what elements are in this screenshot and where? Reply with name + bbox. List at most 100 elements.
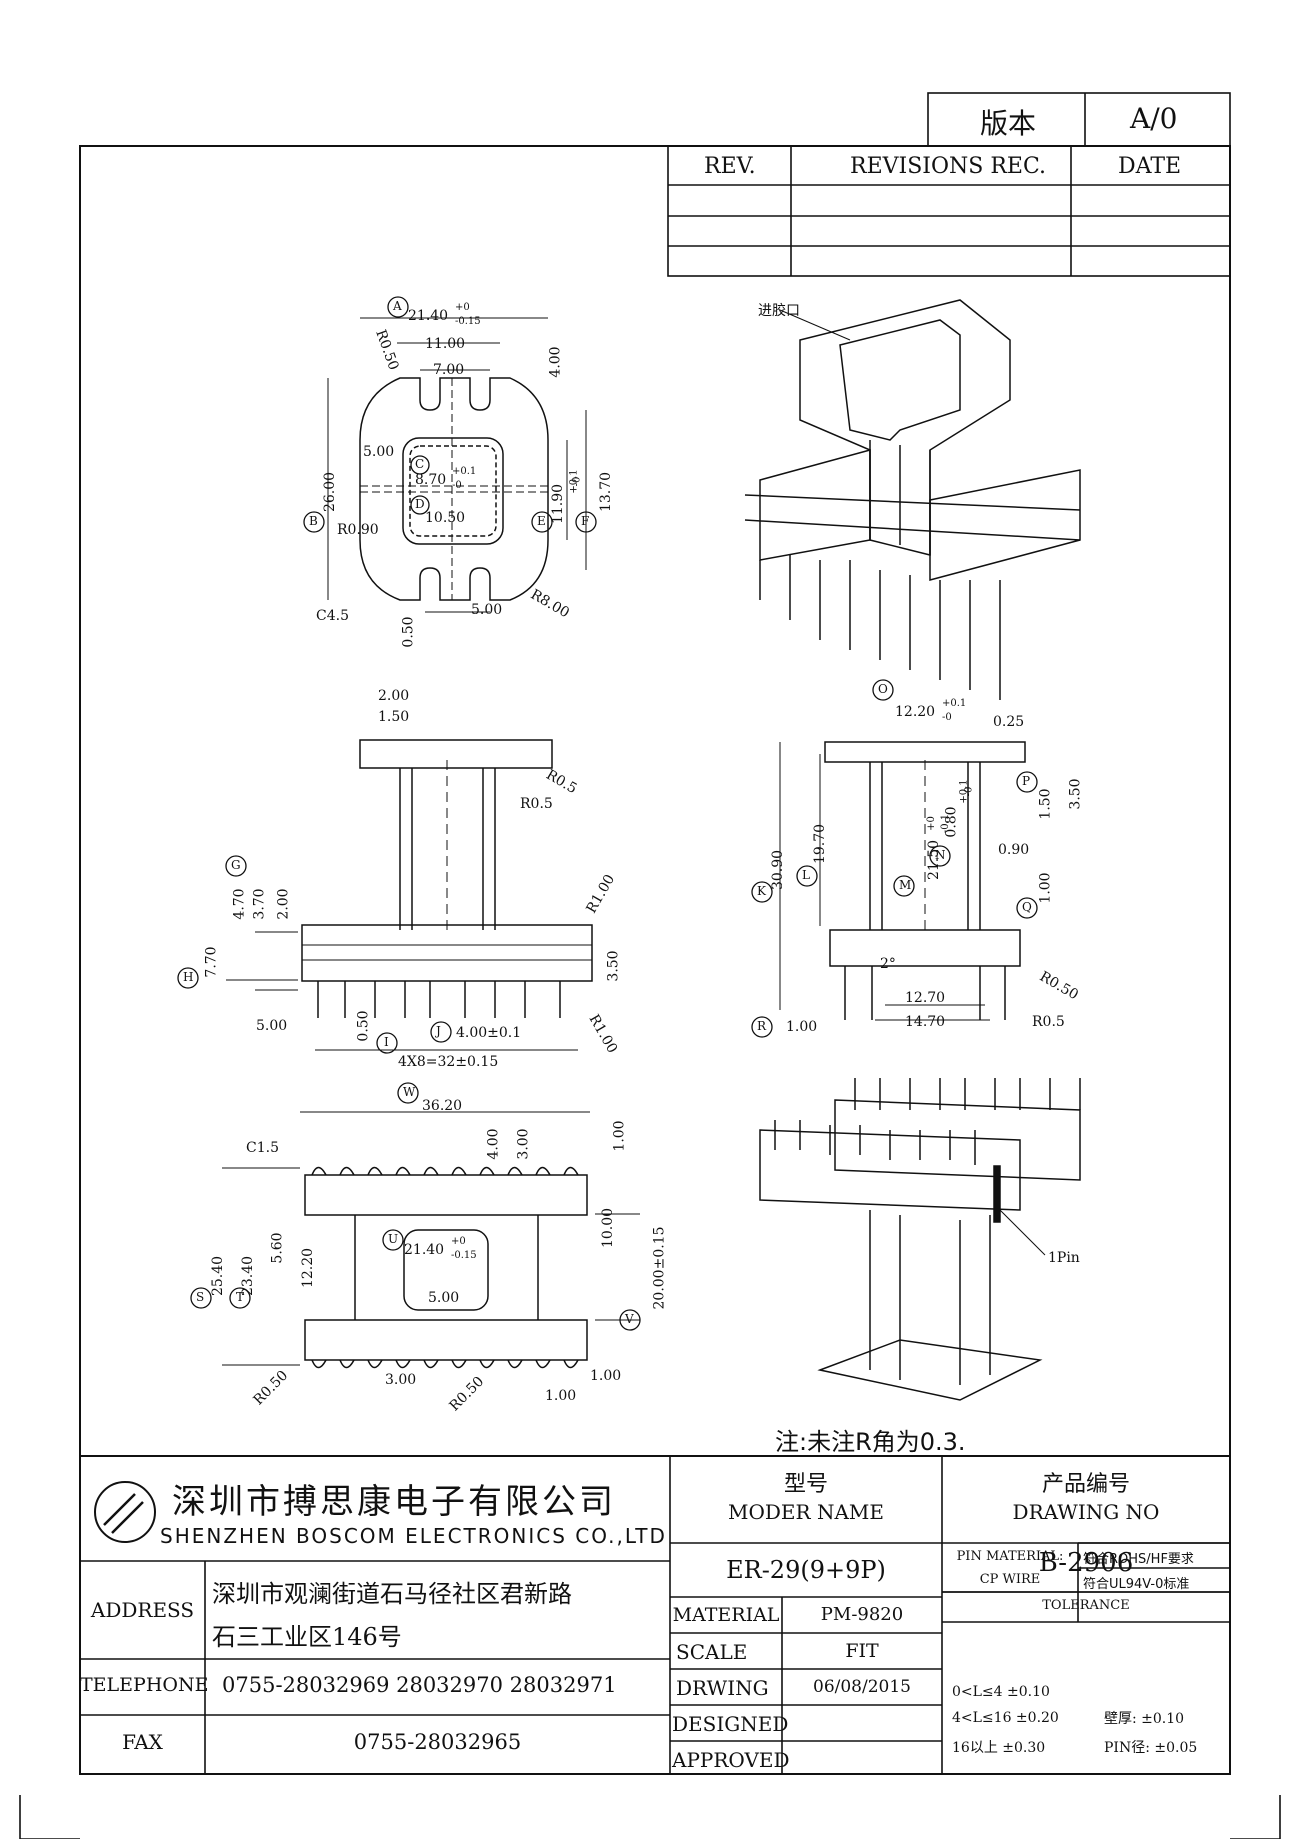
dim-label: 25.40: [210, 1255, 227, 1297]
pin-material-label: PIN MATERIAL:: [956, 1549, 1064, 1564]
marker-label: L: [802, 868, 810, 882]
dim-label: 1.00: [786, 1019, 818, 1035]
scale-label: SCALE: [676, 1640, 748, 1664]
company-name-en: SHENZHEN BOSCOM ELECTRONICS CO.,LTD: [160, 1524, 667, 1548]
tolerance-row: 0<L≤4 ±0.10: [952, 1684, 1050, 1700]
marker-label: J: [436, 1024, 441, 1038]
dim-label: 14.70: [905, 1014, 946, 1030]
dim-label: +0: [455, 302, 470, 313]
dim-label: R0.90: [337, 522, 379, 538]
marker-label: I: [384, 1035, 389, 1049]
address-line2: 石三工业区146号: [212, 1623, 402, 1651]
dim-label: R0.5: [520, 796, 553, 812]
dim-label: 4.00: [485, 1128, 502, 1160]
dim-label: 1.00: [545, 1388, 577, 1404]
drawing-label: DRWING: [676, 1676, 769, 1700]
dim-label: 1.50: [378, 709, 410, 725]
dim-label: 0.25: [993, 714, 1025, 730]
marker-label: U: [388, 1232, 399, 1246]
dim-label: 12.20: [895, 704, 936, 720]
drawing-date: 06/08/2015: [813, 1677, 911, 1697]
material-label: MATERIAL: [672, 1604, 780, 1626]
address-line1: 深圳市观澜街道石马径社区君新路: [212, 1580, 572, 1608]
dim-label: 20.00±0.15: [651, 1226, 668, 1310]
dim-label: C4.5: [316, 608, 349, 624]
marker-label: N: [935, 848, 946, 862]
dim-label: 19.70: [812, 823, 829, 865]
dim-label: 5.00: [471, 602, 503, 618]
dim-label: R0.5: [1032, 1014, 1065, 1030]
marker-label: F: [581, 514, 590, 528]
material-value: PM-9820: [820, 1604, 904, 1625]
marker-label: W: [403, 1085, 416, 1099]
dim-label: 4X8=32±0.15: [398, 1054, 499, 1070]
dim-label: 3.00: [515, 1128, 532, 1160]
company-logo: [94, 1481, 156, 1543]
version-label: 版本: [980, 107, 1037, 140]
dim-label: 1.00: [611, 1120, 628, 1152]
dim-label: 11.90: [550, 483, 567, 525]
dim-label: -0.15: [451, 1250, 477, 1261]
rev-header: REV.: [704, 154, 756, 179]
marker-label: P: [1022, 774, 1031, 788]
fax-label: FAX: [122, 1730, 163, 1754]
telephone-value: 0755-28032969 28032970 28032971: [222, 1673, 617, 1697]
marker-label: B: [309, 514, 318, 528]
model-label-cn: 型号: [783, 1472, 828, 1497]
dim-label: 2°: [880, 956, 896, 972]
dim-label: 30.90: [770, 849, 787, 891]
marker-label: E: [537, 514, 546, 528]
marker-label: O: [878, 682, 888, 696]
iso-view-1-outline: [744, 299, 1081, 700]
dim-label: 0.50: [355, 1010, 372, 1042]
tolerance-row: 4<L≤16 ±0.20: [952, 1710, 1059, 1726]
marker-label: S: [196, 1290, 205, 1304]
dim-label: 21.40: [408, 308, 449, 324]
dim-label: +0.1: [452, 466, 477, 477]
ul-requirement: 符合UL94V-0标准: [1083, 1577, 1190, 1592]
revisions-rec-header: REVISIONS REC.: [850, 154, 1046, 179]
marker-label: M: [899, 878, 912, 892]
marker-label: D: [415, 497, 425, 511]
dim-label: 11.00: [425, 336, 466, 352]
dim-label: -0: [942, 712, 952, 723]
drawing-no-label-en: DRAWING NO: [1012, 1500, 1160, 1524]
version-value: A/0: [1130, 102, 1178, 135]
revision-table-frame: [667, 145, 1231, 277]
dim-label: 26.00: [322, 471, 339, 513]
dim-label: 12.70: [905, 990, 946, 1006]
dim-label: 0.90: [998, 842, 1030, 858]
company-name-cn: 深圳市搏思康电子有限公司: [172, 1482, 616, 1522]
dim-label: 2.00: [378, 688, 410, 704]
bottom-view-outline: [222, 1111, 640, 1369]
dim-label: +0.1: [942, 698, 967, 709]
marker-label: Q: [1022, 900, 1032, 914]
dim-label: 5.00: [256, 1018, 288, 1034]
marker-label: V: [625, 1312, 634, 1326]
wall-tolerance: 壁厚: ±0.10: [1104, 1711, 1185, 1727]
marker-label: H: [183, 970, 194, 984]
dim-label: 12.20: [300, 1247, 317, 1289]
dim-label: 1.00: [590, 1368, 622, 1384]
model-value: ER-29(9+9P): [726, 1556, 886, 1584]
dim-label: 7.00: [433, 362, 465, 378]
address-label: ADDRESS: [90, 1598, 195, 1622]
dim-label: 10.50: [425, 510, 466, 526]
model-label-en: MODER NAME: [728, 1500, 884, 1524]
dim-label: 3.50: [605, 950, 622, 982]
date-header: DATE: [1118, 154, 1182, 179]
dim-label: 5.00: [428, 1290, 460, 1306]
dim-label: 0.80: [943, 806, 960, 838]
marker-label: T: [236, 1290, 245, 1304]
dim-label: +0: [925, 816, 937, 831]
rohs-requirement: 符合ROHS/HF要求: [1083, 1552, 1194, 1567]
pin1-label: 1Pin: [1048, 1250, 1080, 1266]
dim-label: +0: [451, 1236, 466, 1247]
fax-value: 0755-28032965: [353, 1730, 522, 1754]
designed-label: DESIGNED: [672, 1712, 789, 1736]
marker-label: A: [393, 299, 402, 313]
tolerance-row: 16以上 ±0.30: [952, 1740, 1046, 1756]
dim-label: 21.40: [404, 1242, 445, 1258]
iso-view-2-outline: [759, 1078, 1081, 1401]
